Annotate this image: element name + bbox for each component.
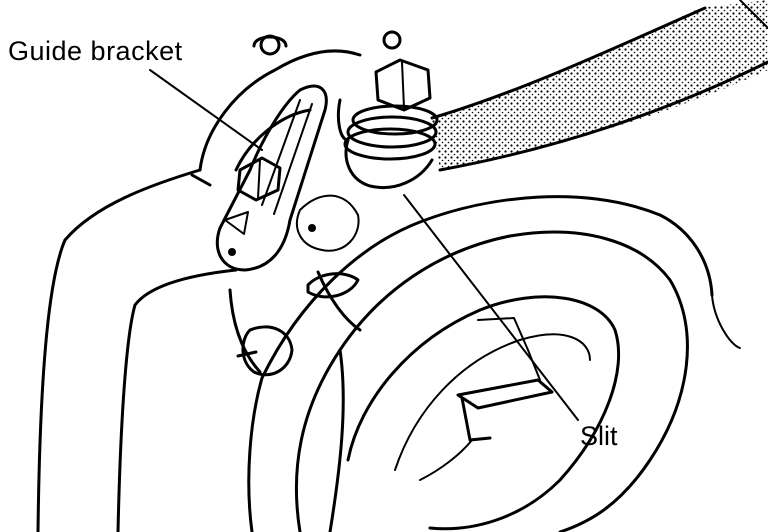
pulley bbox=[247, 195, 741, 532]
support-arm bbox=[36, 168, 238, 532]
bracket-bolt bbox=[236, 156, 282, 202]
leader-slit bbox=[403, 194, 579, 421]
leader-lines bbox=[149, 69, 579, 421]
adjusting-bolt bbox=[336, 58, 439, 189]
hose bbox=[430, 0, 768, 172]
slit-label: Slit bbox=[580, 421, 618, 451]
pump-body bbox=[198, 30, 402, 377]
guide-bracket-label: Guide bracket bbox=[8, 36, 183, 66]
guide-bracket-part bbox=[215, 84, 328, 272]
leader-guide-bracket bbox=[149, 69, 263, 151]
